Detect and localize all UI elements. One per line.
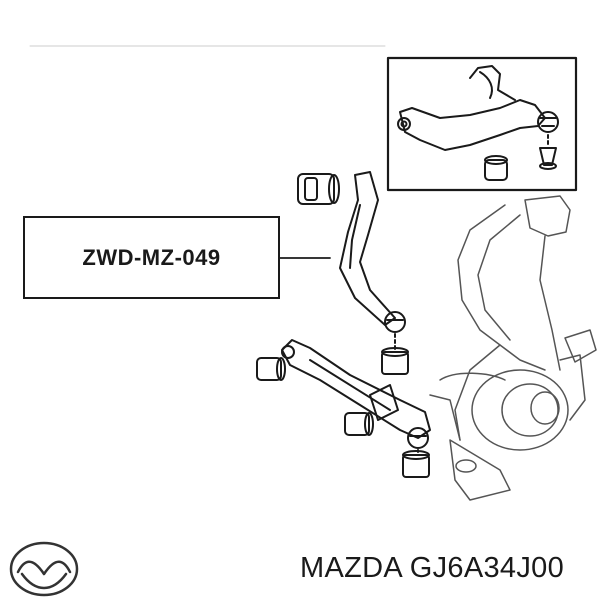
lower-control-arm xyxy=(256,339,431,478)
upper-arm-inset xyxy=(386,56,578,192)
upper-link-arm xyxy=(297,171,409,375)
brand-part-number: MAZDA GJ6A34J00 xyxy=(300,552,564,584)
part-number-box: ZWD-MZ-049 xyxy=(23,216,280,299)
part-number-label: ZWD-MZ-049 xyxy=(82,244,221,270)
mazda-logo-icon xyxy=(9,541,79,597)
steering-knuckle xyxy=(429,195,597,501)
